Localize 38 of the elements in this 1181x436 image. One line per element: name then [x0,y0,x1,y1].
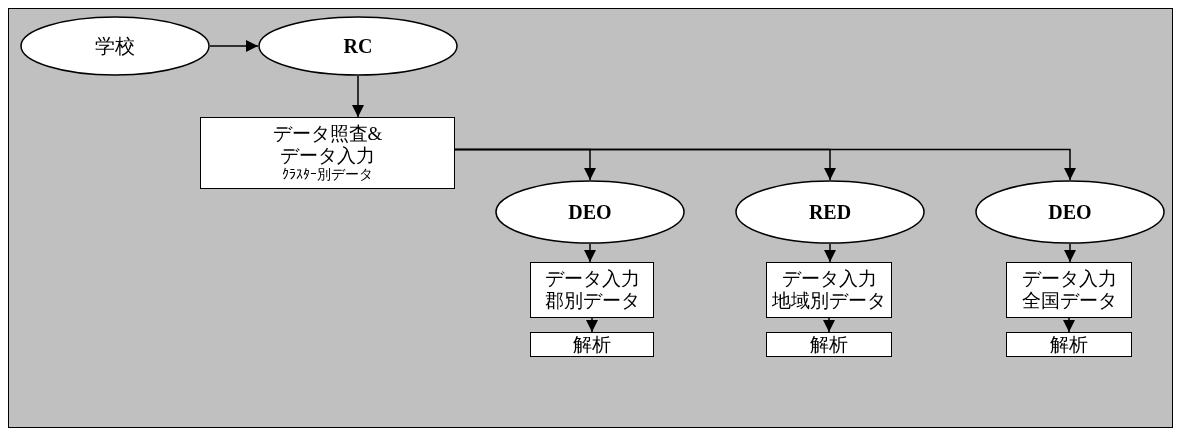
node-label: 郡別データ [544,290,640,312]
process-box [766,262,892,318]
node-label: DEO [1048,200,1092,224]
process-box [530,332,654,357]
arrow [824,243,836,263]
process-box [1006,262,1132,318]
arrow [1064,243,1076,263]
process-box [530,262,654,318]
node-label: ｸﾗｽﾀｰ別データ [282,166,373,183]
ellipse-node [20,16,210,76]
node-label: 解析 [573,333,611,356]
process-box [1006,332,1132,357]
ellipse-node [975,180,1165,244]
arrow [454,148,1076,181]
arrow [586,317,598,333]
arrow [1063,317,1075,333]
ellipse-node [495,180,685,244]
node-label: 解析 [810,333,848,356]
arrow [823,317,835,333]
node-label: 解析 [1050,333,1088,356]
arrow [209,40,259,52]
ellipse-node [735,180,925,244]
node-label: 地域別データ [772,290,886,312]
node-label: データ入力 [1021,268,1117,290]
node-label: データ入力 [544,268,640,290]
node-label: DEO [568,200,612,224]
ellipse-node [258,16,458,76]
process-box [200,117,455,189]
node-label: データ入力 [781,268,877,290]
process-box [766,332,892,357]
arrow [584,243,596,263]
arrow [352,75,364,118]
node-label: 全国データ [1021,290,1117,312]
node-label: 学校 [95,34,135,58]
node-label: データ照査& [272,123,383,145]
node-label: RC [343,34,373,58]
node-label: RED [808,200,852,224]
node-label: データ入力 [280,144,375,167]
